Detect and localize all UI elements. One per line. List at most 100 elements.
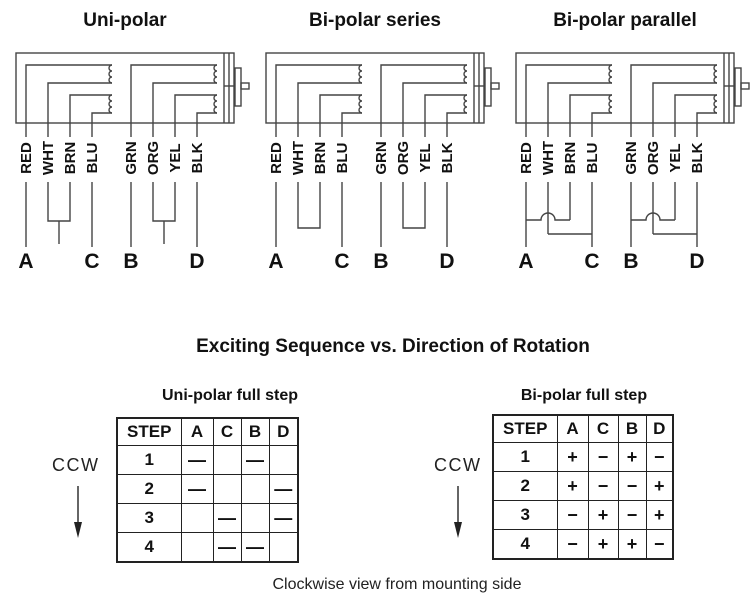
terminal-a: A <box>18 250 33 273</box>
terminal-c: C <box>584 250 599 273</box>
table-row: 4 − + + − <box>492 529 674 560</box>
phase-cell <box>268 532 299 563</box>
wire-label-yel: YEL <box>667 143 684 172</box>
wire-label-wht: WHT <box>540 141 557 175</box>
header-b: B <box>240 417 270 446</box>
header-c: C <box>212 417 242 446</box>
wire-label-org: ORG <box>145 141 162 175</box>
terminal-letters: A C B D <box>518 250 704 273</box>
terminal-d: D <box>189 250 204 273</box>
phase-cell: + <box>617 529 647 560</box>
wire-label-blu: BLU <box>84 143 101 174</box>
phase-cell: + <box>587 500 619 530</box>
phase-cell <box>180 503 214 533</box>
step-cell: 2 <box>116 474 182 504</box>
phase-cell: − <box>587 442 619 472</box>
step-cell: 4 <box>492 529 558 560</box>
wire-label-grn: GRN <box>123 141 140 174</box>
bipolar-step-table: STEP A C B D 1 + − + − 2 + − − + 3 <box>492 414 674 560</box>
section-title: Exciting Sequence vs. Direction of Rotat… <box>196 336 590 357</box>
terminal-c: C <box>334 250 349 273</box>
bipolar-series-wiring-diagram: RED WHT BRN BLU GRN ORG YEL BLK A C B D <box>250 38 500 273</box>
wire-label-brn: BRN <box>562 142 579 175</box>
wire-label-brn: BRN <box>312 142 329 175</box>
wire-label-blk: BLK <box>689 142 706 173</box>
phase-cell: — <box>268 474 299 504</box>
bottom-caption: Clockwise view from mounting side <box>272 576 522 593</box>
wire-label-blk: BLK <box>189 142 206 173</box>
phase-cell: − <box>556 529 589 560</box>
ccw-label-right: CCW <box>434 455 482 475</box>
header-a: A <box>180 417 214 446</box>
phase-cell <box>212 474 242 504</box>
phase-cell: − <box>645 442 674 472</box>
wire-label-red: RED <box>518 142 535 174</box>
phase-cell: − <box>587 471 619 501</box>
phase-cell: + <box>587 529 619 560</box>
step-cell: 1 <box>492 442 558 472</box>
step-cell: 1 <box>116 445 182 475</box>
terminal-d: D <box>689 250 704 273</box>
step-cell: 3 <box>492 500 558 530</box>
unipolar-step-table: STEP A C B D 1 — — 2 — — 3 <box>116 417 299 563</box>
step-cell: 2 <box>492 471 558 501</box>
table-row: 2 — — <box>116 474 299 504</box>
terminal-a: A <box>518 250 533 273</box>
wire-labels: RED WHT BRN BLU GRN ORG YEL BLK <box>518 141 706 175</box>
unipolar-table-title: Uni-polar full step <box>162 387 298 404</box>
phase-cell: — <box>212 503 242 533</box>
ccw-down-arrow-icon <box>74 486 82 538</box>
parallel-connections <box>525 182 698 247</box>
table-row: 1 — — <box>116 445 299 475</box>
wire-labels: RED WHT BRN BLU GRN ORG YEL BLK <box>18 141 206 175</box>
table-row: 3 — — <box>116 503 299 533</box>
bipolar-table-title: Bi-polar full step <box>520 387 648 404</box>
wire-label-org: ORG <box>395 141 412 175</box>
phase-cell: − <box>617 471 647 501</box>
ccw-down-arrow-icon <box>454 486 462 538</box>
table-row: 4 — — <box>116 532 299 563</box>
diagram-title-bipolar-series: Bi-polar series <box>309 10 441 31</box>
ccw-label-left: CCW <box>52 455 100 475</box>
header-c: C <box>587 414 619 443</box>
phase-cell: — <box>212 532 242 563</box>
wire-label-red: RED <box>268 142 285 174</box>
header-row: STEP A C B D <box>116 417 299 446</box>
terminal-c: C <box>84 250 99 273</box>
wire-label-yel: YEL <box>167 143 184 172</box>
header-a: A <box>556 414 589 443</box>
unipolar-wiring-diagram: RED WHT BRN BLU GRN ORG YEL BLK A C B D <box>0 38 250 273</box>
header-d: D <box>645 414 674 443</box>
phase-cell: − <box>617 500 647 530</box>
wire-label-blu: BLU <box>334 143 351 174</box>
terminal-letters: A C B D <box>18 250 204 273</box>
wire-label-org: ORG <box>645 141 662 175</box>
header-d: D <box>268 417 299 446</box>
terminal-a: A <box>268 250 283 273</box>
phase-cell: + <box>617 442 647 472</box>
step-cell: 3 <box>116 503 182 533</box>
phase-cell: + <box>556 471 589 501</box>
phase-cell: — <box>240 445 270 475</box>
phase-cell <box>240 474 270 504</box>
series-connections <box>275 182 448 247</box>
phase-cell: — <box>180 474 214 504</box>
phase-cell: — <box>240 532 270 563</box>
header-step: STEP <box>492 414 558 443</box>
wire-label-red: RED <box>18 142 35 174</box>
wire-label-blk: BLK <box>439 142 456 173</box>
diagram-title-unipolar: Uni-polar <box>83 10 167 31</box>
motor-body <box>516 53 749 137</box>
wire-labels: RED WHT BRN BLU GRN ORG YEL BLK <box>268 141 456 175</box>
phase-cell: + <box>556 442 589 472</box>
terminal-b: B <box>123 250 138 273</box>
wire-label-grn: GRN <box>373 141 390 174</box>
step-cell: 4 <box>116 532 182 563</box>
header-b: B <box>617 414 647 443</box>
header-row: STEP A C B D <box>492 414 674 443</box>
terminal-b: B <box>373 250 388 273</box>
phase-cell <box>212 445 242 475</box>
header-step: STEP <box>116 417 182 446</box>
phase-cell: + <box>645 500 674 530</box>
